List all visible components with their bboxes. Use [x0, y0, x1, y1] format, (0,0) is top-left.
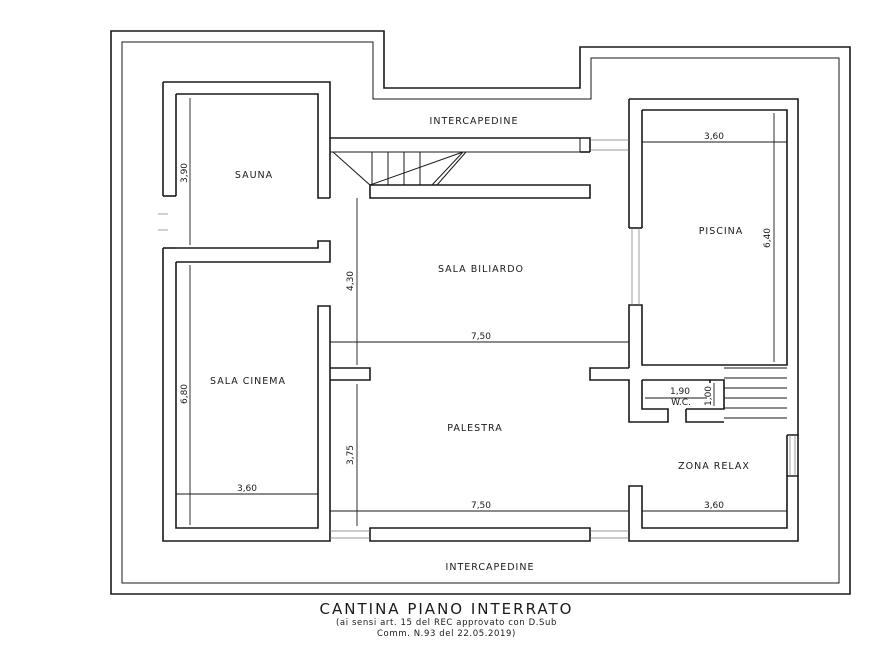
room-label-palestra: PALESTRA: [447, 423, 502, 434]
dim-label-piscina-width: 3,60: [704, 132, 724, 142]
dim-label-biliardo-height: 4,30: [346, 271, 356, 291]
caption: CANTINA PIANO INTERRATO (ai sensi art. 1…: [0, 600, 893, 640]
stair: [330, 138, 591, 199]
room-label-intercapedine-bottom: INTERCAPEDINE: [446, 562, 535, 573]
right-walls: [589, 98, 799, 542]
middle-walls: [330, 367, 591, 542]
dim-label-cinema-width: 3,60: [237, 484, 257, 494]
floor-plan: INTERCAPEDINE SAUNA PISCINA SALA BILIARD…: [110, 30, 851, 595]
caption-note-line2: Comm. N.93 del 22.05.2019): [377, 629, 516, 639]
room-label-sala-biliardo: SALA BILIARDO: [438, 264, 524, 275]
relax-stair: [724, 367, 787, 419]
outer-boundary: [110, 30, 851, 595]
windows: [158, 139, 796, 539]
room-label-sauna: SAUNA: [235, 170, 273, 181]
room-label-piscina: PISCINA: [699, 226, 744, 237]
dim-label-biliardo-width: 7,50: [471, 332, 491, 342]
room-label-wc: W.C.: [671, 398, 691, 408]
dim-label-wc-height: 1,00: [704, 386, 714, 406]
caption-note-line1: (ai sensi art. 15 del REC approvato con …: [335, 618, 558, 628]
left-walls: [162, 81, 591, 542]
dim-label-sauna-height: 3,90: [180, 163, 190, 183]
dim-label-palestra-width: 7,50: [471, 501, 491, 511]
dim-label-piscina-height: 6,40: [763, 228, 773, 248]
dim-label-relax-width: 3,60: [704, 501, 724, 511]
room-label-zona-relax: ZONA RELAX: [678, 461, 750, 472]
dimension-lines: [176, 98, 787, 526]
room-label-intercapedine-top: INTERCAPEDINE: [430, 116, 519, 127]
dim-label-wc-width: 1,90: [670, 387, 690, 397]
dim-label-cinema-height: 6,80: [180, 384, 190, 404]
caption-title: CANTINA PIANO INTERRATO: [319, 600, 574, 618]
dim-label-palestra-height: 3,75: [346, 445, 356, 465]
room-label-sala-cinema: SALA CINEMA: [210, 376, 286, 387]
